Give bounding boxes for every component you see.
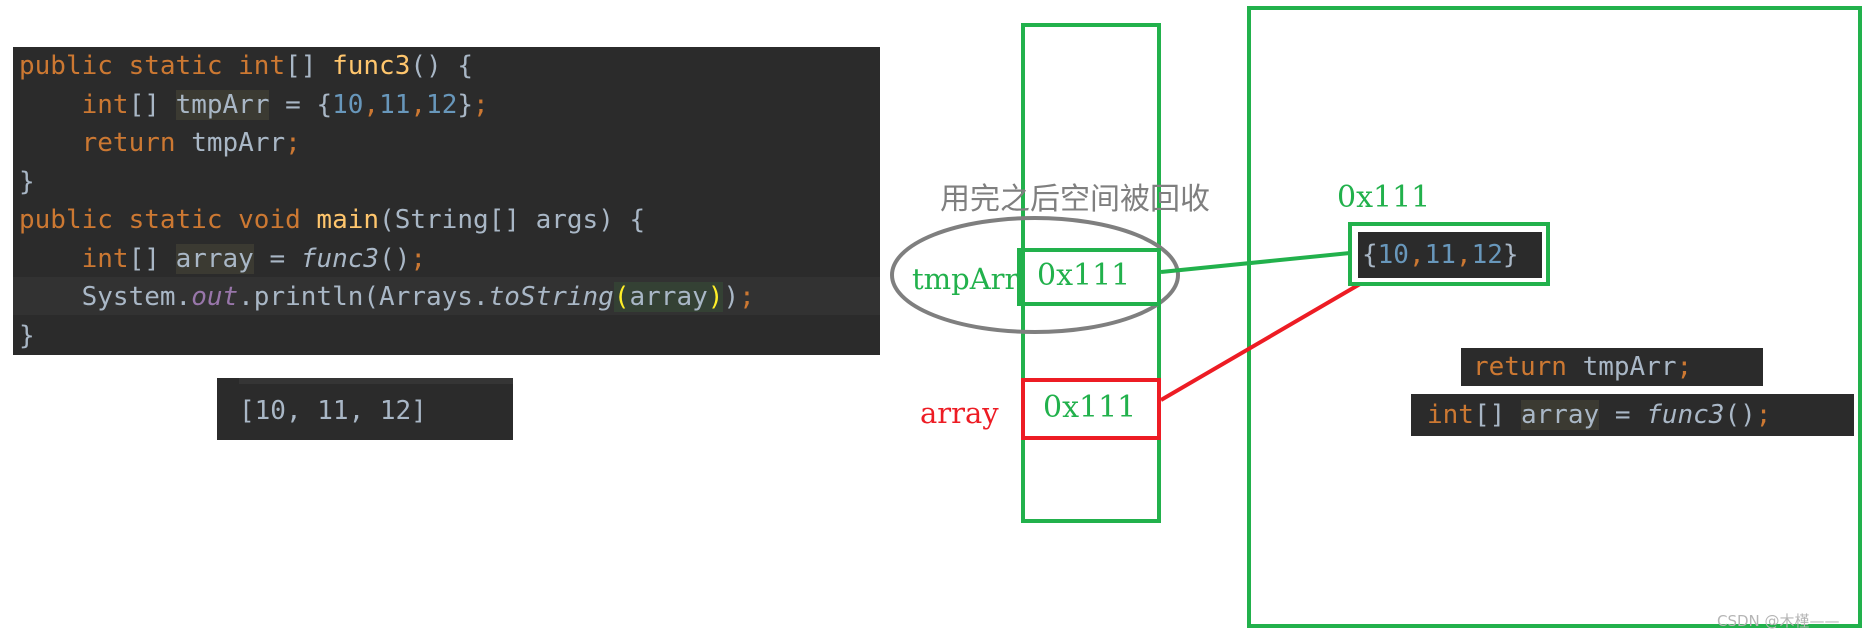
tmpArr-slot: 0x111	[1017, 248, 1161, 306]
code-token: = {	[269, 89, 333, 120]
code-token: ,	[410, 89, 427, 120]
code-token: )	[707, 282, 724, 312]
code-line: }	[19, 317, 35, 355]
code-token: 12	[426, 89, 458, 120]
return-snippet: return tmpArr;	[1461, 348, 1763, 386]
code-line: System.out.println(Arrays.toString(array…	[19, 278, 755, 316]
tmpArr-pointer-line	[1160, 251, 1351, 274]
code-token: =	[1599, 400, 1647, 430]
code-token: }	[457, 89, 474, 120]
code-token: out	[191, 282, 239, 312]
code-token: 10	[332, 89, 364, 120]
code-token: ;	[739, 282, 755, 312]
code-token: System.	[19, 282, 192, 312]
code-token: }	[1502, 240, 1519, 270]
code-token: ;	[1676, 352, 1693, 382]
code-token: []	[285, 51, 333, 81]
array-pointer-line	[1159, 282, 1362, 402]
code-line: return tmpArr;	[19, 124, 301, 162]
code-token: ;	[285, 128, 301, 158]
code-token: return	[81, 128, 176, 158]
code-line: public static int[] func3() {	[19, 47, 473, 85]
heap-array-code: {10,11,12}	[1357, 231, 1543, 279]
code-line: int[] array = func3();	[19, 240, 426, 278]
array-slot-value: 0x111	[1043, 390, 1137, 425]
code-token: ;	[473, 89, 489, 120]
code-token: ,	[1455, 240, 1472, 270]
code-token: }	[19, 320, 35, 351]
assign-snippet-text: int[] array = func3();	[1427, 396, 1771, 434]
watermark: CSDN @木槿——	[1717, 612, 1840, 630]
return-snippet-text: return tmpArr;	[1473, 348, 1692, 386]
code-token: func3	[1646, 400, 1725, 430]
gc-ellipse	[890, 216, 1180, 334]
code-token: return	[1473, 352, 1567, 382]
code-token: (	[613, 282, 630, 312]
code-token: 11	[1424, 240, 1456, 270]
code-token: array	[629, 282, 708, 312]
gc-label: 用完之后空间被回收	[940, 182, 1210, 217]
code-token: array	[175, 243, 254, 274]
code-token: array	[1520, 400, 1600, 430]
code-token: ,	[363, 89, 380, 120]
code-token: func3	[332, 51, 411, 81]
code-token: ;	[1755, 400, 1772, 430]
code-token: .println(Arrays.	[238, 282, 489, 312]
code-token: tmpArr	[175, 128, 286, 158]
code-token: main	[316, 205, 380, 235]
code-token: int	[81, 243, 129, 274]
code-token: []	[1473, 400, 1521, 430]
console-output: [10, 11, 12]	[217, 378, 513, 440]
console-output-text: [10, 11, 12]	[239, 396, 427, 426]
code-token: func3	[300, 243, 380, 274]
code-token: )	[723, 282, 740, 312]
heap-address-label: 0x111	[1337, 180, 1431, 215]
code-token: int	[1427, 400, 1474, 430]
code-token: int	[81, 89, 129, 120]
code-token: ()	[1724, 400, 1756, 430]
code-token: {	[1362, 240, 1378, 270]
code-line: }	[19, 163, 35, 201]
code-token: []	[128, 89, 176, 120]
heap-array-object: {10,11,12}	[1348, 222, 1550, 286]
array-label: array	[920, 396, 999, 430]
code-token: 10	[1377, 240, 1409, 270]
code-editor-block: public static int[] func3() { int[] tmpA…	[13, 47, 880, 355]
code-token: ,	[1408, 240, 1425, 270]
heap-array-values: {10,11,12}	[1362, 236, 1519, 274]
code-token: 12	[1471, 240, 1503, 270]
code-token: toString	[488, 282, 614, 312]
code-token: tmpArr	[175, 89, 270, 120]
array-slot: 0x111	[1021, 378, 1161, 440]
heap-box	[1247, 6, 1862, 628]
code-line: public static void main(String[] args) {	[19, 201, 645, 239]
code-token: public static void	[19, 205, 301, 235]
code-token: tmpArr	[1566, 352, 1677, 382]
code-token: =	[253, 243, 301, 274]
assign-snippet: int[] array = func3();	[1411, 394, 1854, 436]
code-token: []	[128, 243, 176, 274]
tmpArr-slot-value: 0x111	[1037, 258, 1131, 293]
code-token: 11	[379, 89, 411, 120]
code-line: int[] tmpArr = {10,11,12};	[19, 86, 489, 124]
tmpArr-label: tmpArr	[912, 262, 1019, 296]
code-token: ;	[410, 243, 427, 274]
code-token: () {	[410, 51, 473, 81]
code-token: (String[] args) {	[379, 205, 646, 235]
code-token: public static int	[19, 51, 286, 81]
code-token: }	[19, 166, 35, 197]
code-token: ()	[379, 243, 411, 274]
